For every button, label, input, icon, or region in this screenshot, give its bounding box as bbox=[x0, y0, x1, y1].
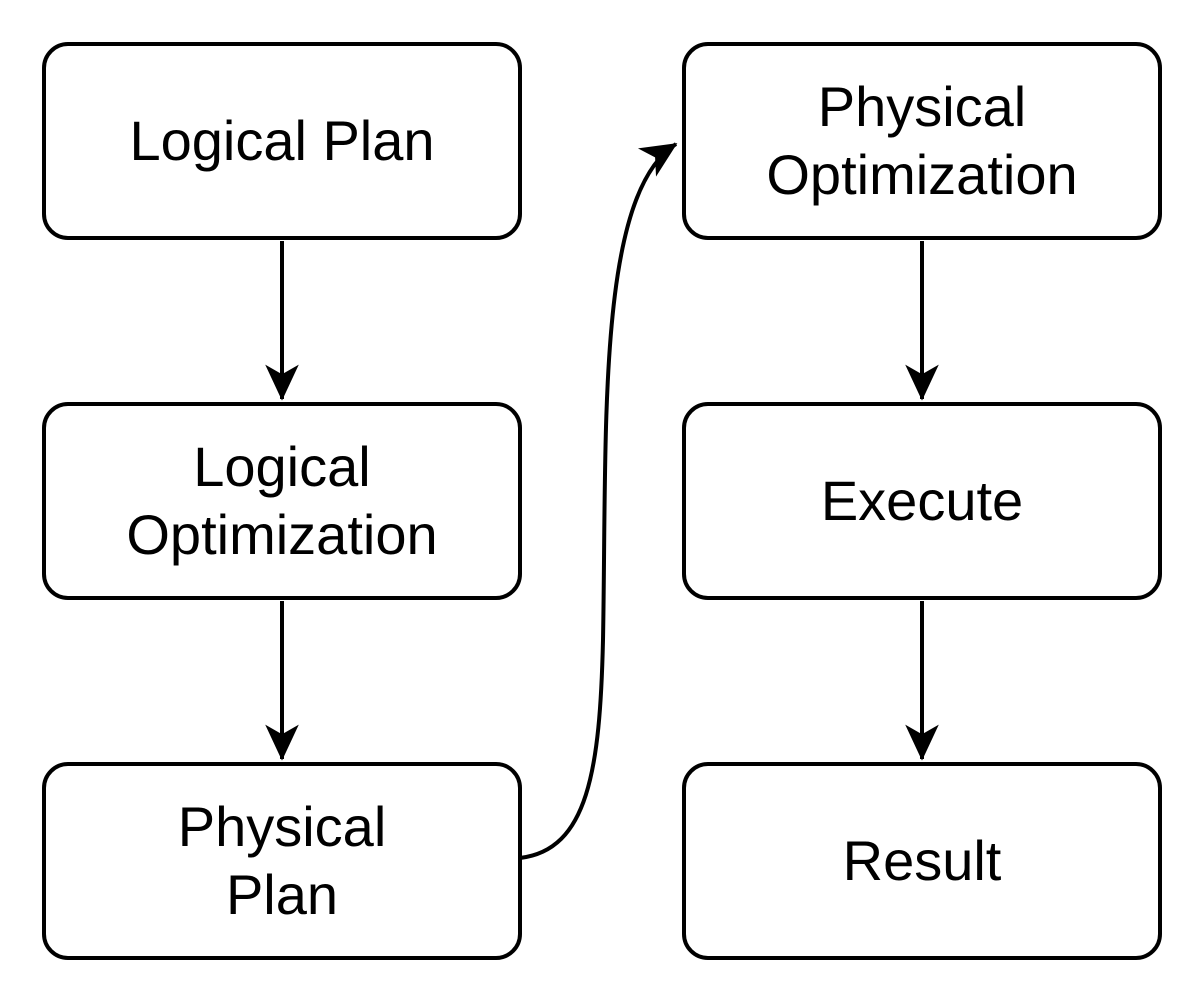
node-execute: Execute bbox=[682, 402, 1162, 600]
node-logical-plan-label: Logical Plan bbox=[129, 109, 435, 172]
edge-physical-plan-to-physical-optimization bbox=[519, 142, 678, 860]
node-physical-plan: Physical Plan bbox=[42, 762, 522, 960]
node-logical-plan: Logical Plan bbox=[42, 42, 522, 240]
node-physical-optimization-label: Physical Optimization bbox=[766, 75, 1078, 206]
node-physical-optimization: Physical Optimization bbox=[682, 42, 1162, 240]
node-result-label: Result bbox=[842, 829, 1002, 892]
node-logical-optimization: Logical Optimization bbox=[42, 402, 522, 600]
node-logical-optimization-label: Logical Optimization bbox=[126, 435, 438, 566]
node-execute-label: Execute bbox=[820, 469, 1024, 532]
node-physical-plan-label: Physical Plan bbox=[177, 795, 387, 926]
node-result: Result bbox=[682, 762, 1162, 960]
